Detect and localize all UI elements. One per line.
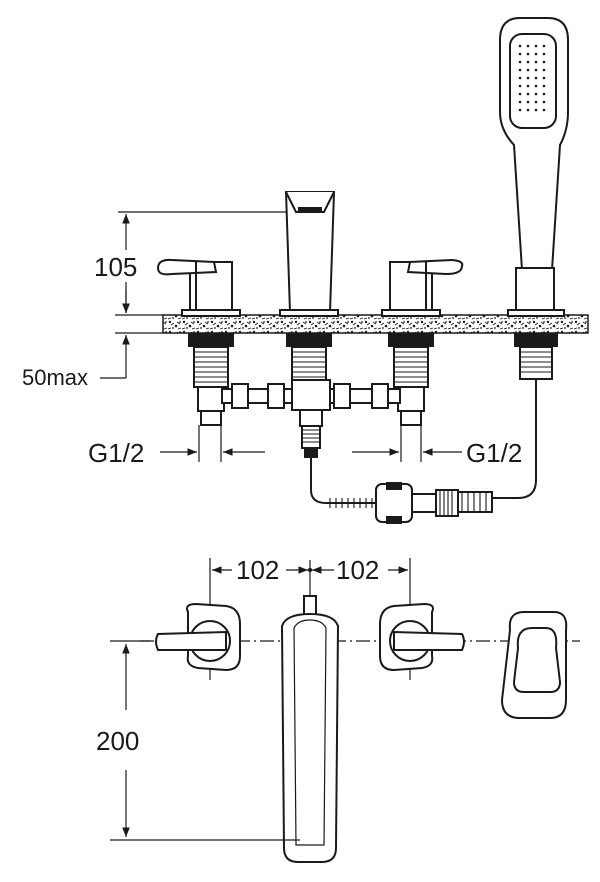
left-spacing-label: 102: [236, 555, 279, 585]
deck-thickness-dimension: 50max: [22, 290, 130, 390]
shower-hose: [310, 379, 537, 524]
right-mixer-front: [381, 258, 464, 426]
hand-shower: [499, 17, 569, 380]
reach-dimension: 200: [96, 640, 300, 841]
reach-label: 200: [96, 726, 139, 756]
right-spacing-label: 102: [336, 555, 379, 585]
right-connection-label: G1/2: [466, 438, 522, 468]
spout-front: [279, 191, 339, 384]
spout-plan: [280, 595, 340, 863]
front-elevation: 105 50max: [22, 17, 589, 524]
left-handle-plan: [155, 602, 241, 672]
left-mixer-front: [156, 258, 241, 426]
deck-thickness-label: 50max: [22, 365, 88, 390]
left-connection-dimension: G1/2: [88, 425, 265, 468]
left-connection-label: G1/2: [88, 438, 144, 468]
height-dimension: 105: [94, 211, 295, 313]
deck-slab: [162, 314, 589, 334]
spray-face: [518, 44, 546, 112]
right-handle-plan: [379, 602, 465, 672]
connecting-pipes: [221, 379, 401, 458]
shower-holder-plan: [500, 611, 568, 719]
plan-view: 102 102: [96, 555, 580, 863]
right-connection-dimension: G1/2: [352, 425, 522, 468]
height-label: 105: [94, 252, 137, 282]
